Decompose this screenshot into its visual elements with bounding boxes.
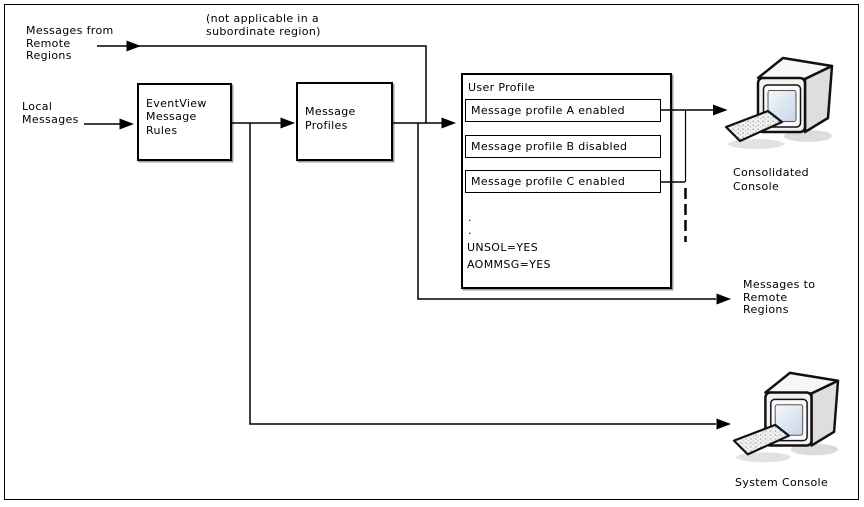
consolidated-console-icon	[724, 56, 834, 149]
system-console-icon	[732, 371, 840, 463]
profile-row-c: Message profile C enabled	[465, 170, 661, 193]
profile-row-b: Message profile B disabled	[465, 135, 661, 158]
profile-row-a: Message profile A enabled	[465, 99, 661, 122]
keyboard-icon	[724, 109, 784, 149]
keyboard-icon	[732, 423, 791, 463]
label-not-applicable-note: (not applicable in a subordinate region)	[206, 12, 321, 38]
user-profile-title: User Profile	[468, 81, 535, 94]
label-consolidated-console: Consolidated Console	[733, 166, 809, 193]
crt-monitor-icon	[756, 56, 834, 142]
crt-monitor-icon	[764, 371, 840, 456]
label-system-console: System Console	[735, 476, 829, 489]
user-profile-settings: UNSOL=YES AOMMSG=YES	[467, 241, 551, 271]
eventview-box-label: EventView Message Rules	[146, 96, 207, 137]
box-message-profiles: Message Profiles	[296, 82, 393, 161]
diagram-border	[4, 4, 859, 500]
label-messages-from-remote-regions: Messages from Remote Regions	[26, 24, 114, 62]
box-user-profile: User Profile Message profile A enabled M…	[461, 73, 672, 289]
box-eventview-message-rules: EventView Message Rules	[137, 83, 232, 161]
label-local-messages: Local Messages	[22, 100, 79, 126]
label-messages-to-remote-regions: Messages to Remote Regions	[743, 278, 816, 316]
ellipsis-dots: . .	[468, 211, 472, 237]
message-profiles-box-label: Message Profiles	[305, 105, 356, 132]
